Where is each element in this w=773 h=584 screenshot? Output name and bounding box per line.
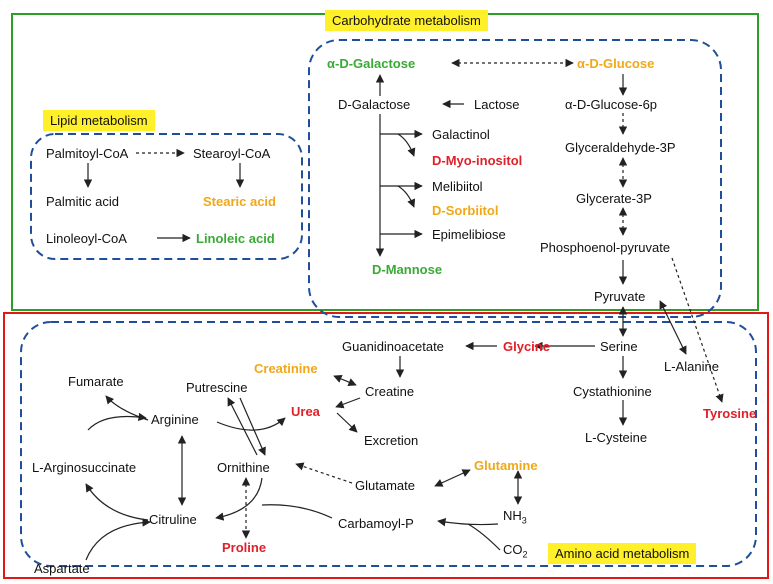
pep-to-tyrosine-arrow [671, 257, 724, 403]
melibiitol-to-sorbiitol-arrow [397, 185, 416, 208]
node-palmitoyl-coa: Palmitoyl-CoA [46, 146, 129, 161]
node-glucose-6p: α-D-Glucose-6p [565, 97, 658, 112]
node-citruline: Citruline [149, 512, 197, 527]
pyruvate-alanine-arrow [659, 300, 687, 355]
ornithine-to-putrescine-arrow [227, 397, 258, 456]
node-urea: Urea [291, 404, 320, 419]
node-creatine: Creatine [365, 384, 415, 399]
node-l-alanine: L-Alanine [664, 359, 719, 374]
co2-text: CO2 [503, 542, 528, 560]
node-epimelibiose: Epimelibiose [432, 227, 506, 242]
node-proline: Proline [222, 540, 267, 555]
node-linoleoyl-coa: Linoleoyl-CoA [46, 231, 127, 246]
node-melibiitol: Melibiitol [432, 179, 483, 194]
node-tyrosine: Tyrosine [703, 406, 757, 421]
node-co2: CO2 [503, 542, 528, 560]
node-palmitic-acid: Palmitic acid [46, 194, 119, 209]
co2-to-carbamoyl-link [467, 523, 501, 551]
node-creatinine: Creatinine [254, 361, 318, 376]
arginine-to-urea-arrow [216, 417, 286, 431]
node-l-arginosuccinate: L-Arginosuccinate [32, 460, 137, 475]
node-stearic-acid: Stearic acid [203, 194, 276, 209]
node-glutamate: Glutamate [355, 478, 415, 493]
node-serine: Serine [600, 339, 638, 354]
node-phosphoenol-pyruvate: Phosphoenol-pyruvate [540, 240, 671, 255]
node-aspartate: Aspartate [34, 561, 90, 576]
node-d-galactose: D-Galactose [338, 97, 411, 112]
node-l-cysteine: L-Cysteine [585, 430, 648, 445]
putrescine-to-ornithine-arrow [239, 397, 266, 456]
node-glyceraldehyde-3p: Glyceraldehyde-3P [565, 140, 676, 155]
amino-acid-section-frame [3, 312, 769, 579]
node-ornithine: Ornithine [217, 460, 270, 475]
ornithine-to-citruline-arrow [215, 477, 263, 521]
node-linoleic-acid: Linoleic acid [196, 231, 275, 246]
creatinine-creatine-arrow [333, 374, 357, 387]
lipid-pathway-frame [30, 133, 303, 260]
node-a-d-glucose: α-D-Glucose [577, 56, 655, 71]
node-arginine: Arginine [151, 412, 199, 427]
carbohydrate-section-title: Carbohydrate metabolism [325, 10, 488, 31]
citruline-to-arginosuccinate-arrow [85, 483, 149, 521]
glutamate-glutamine-arrow [434, 469, 471, 487]
node-glycerate-3p: Glycerate-3P [576, 191, 652, 206]
node-putrescine: Putrescine [186, 380, 248, 395]
node-a-d-galactose: α-D-Galactose [327, 56, 416, 71]
creatine-to-urea-arrow [335, 397, 361, 409]
urea-to-excretion-arrow [336, 412, 358, 433]
aspartate-to-citruline-arrow [85, 518, 151, 561]
node-guanidinoacetate: Guanidinoacetate [342, 339, 444, 354]
nh3-text: NH3 [503, 508, 527, 526]
amino-acid-pathway-frame [20, 321, 757, 567]
node-fumarate: Fumarate [68, 374, 124, 389]
node-lactose: Lactose [474, 97, 520, 112]
arginosuccinate-to-arginine-arrow [87, 412, 147, 431]
carbohydrate-pathway-frame [308, 39, 722, 318]
carbamoyl-to-citruline-link [261, 504, 333, 519]
node-excretion: Excretion [364, 433, 419, 448]
node-d-mannose: D-Mannose [372, 262, 443, 277]
amino-acid-section-title: Amino acid metabolism [548, 543, 697, 564]
glutamate-to-ornithine-arrow [295, 462, 353, 484]
galactinol-to-myoinositol-arrow [397, 133, 416, 157]
lipid-section-title: Lipid metabolism [43, 110, 155, 131]
node-carbamoyl-p: Carbamoyl-P [338, 516, 414, 531]
node-cystathionine: Cystathionine [573, 384, 652, 399]
node-myo-inositol: D-Myo-inositol [432, 153, 523, 168]
node-glycine: Glycine [503, 339, 550, 354]
node-nh3: NH3 [503, 508, 527, 526]
node-glutamine: Glutamine [474, 458, 538, 473]
node-stearoyl-coa: Stearoyl-CoA [193, 146, 271, 161]
node-galactinol: Galactinol [432, 127, 490, 142]
node-sorbiitol: D-Sorbiitol [432, 203, 499, 218]
node-pyruvate: Pyruvate [594, 289, 646, 304]
